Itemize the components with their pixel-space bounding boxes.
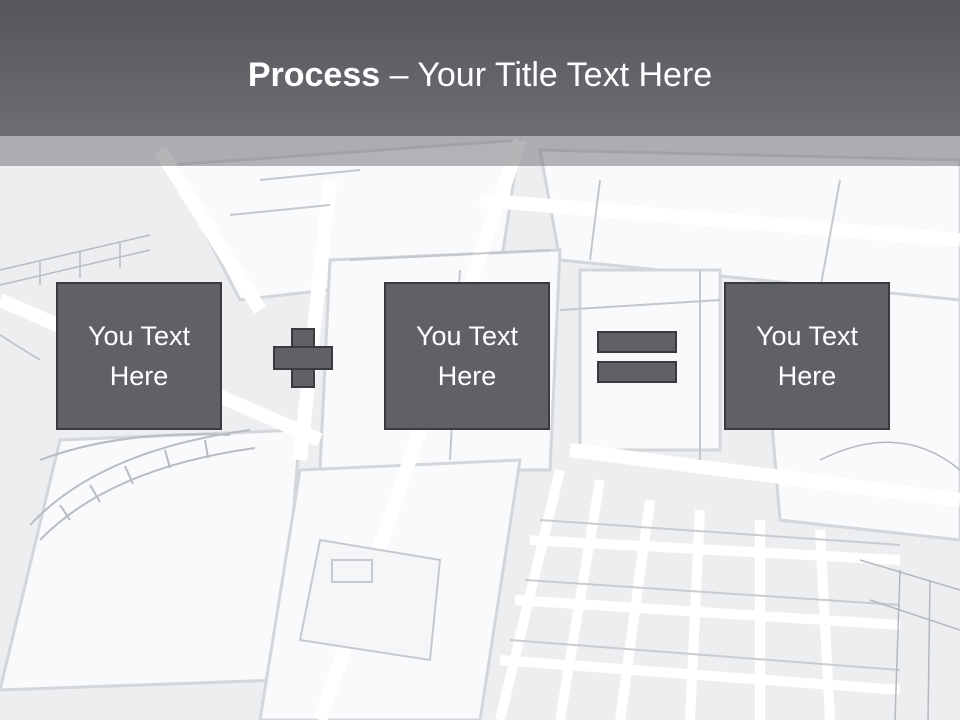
process-box-2-text: You Text Here bbox=[415, 321, 519, 391]
title-bar bbox=[0, 0, 960, 136]
slide-title-rest: – Your Title Text Here bbox=[380, 56, 713, 94]
slide-title-bold: Process bbox=[247, 56, 381, 94]
process-box-3[interactable]: You Text Here bbox=[724, 282, 890, 430]
process-box-3-text: You Text Here bbox=[755, 321, 859, 391]
process-box-1-text: You Text Here bbox=[87, 321, 191, 391]
process-box-2[interactable]: You Text Here bbox=[384, 282, 550, 430]
slide-title: Process – Your Title Text Here bbox=[0, 52, 960, 98]
title-bar-shadow-strip bbox=[0, 136, 960, 166]
process-box-1[interactable]: You Text Here bbox=[56, 282, 222, 430]
